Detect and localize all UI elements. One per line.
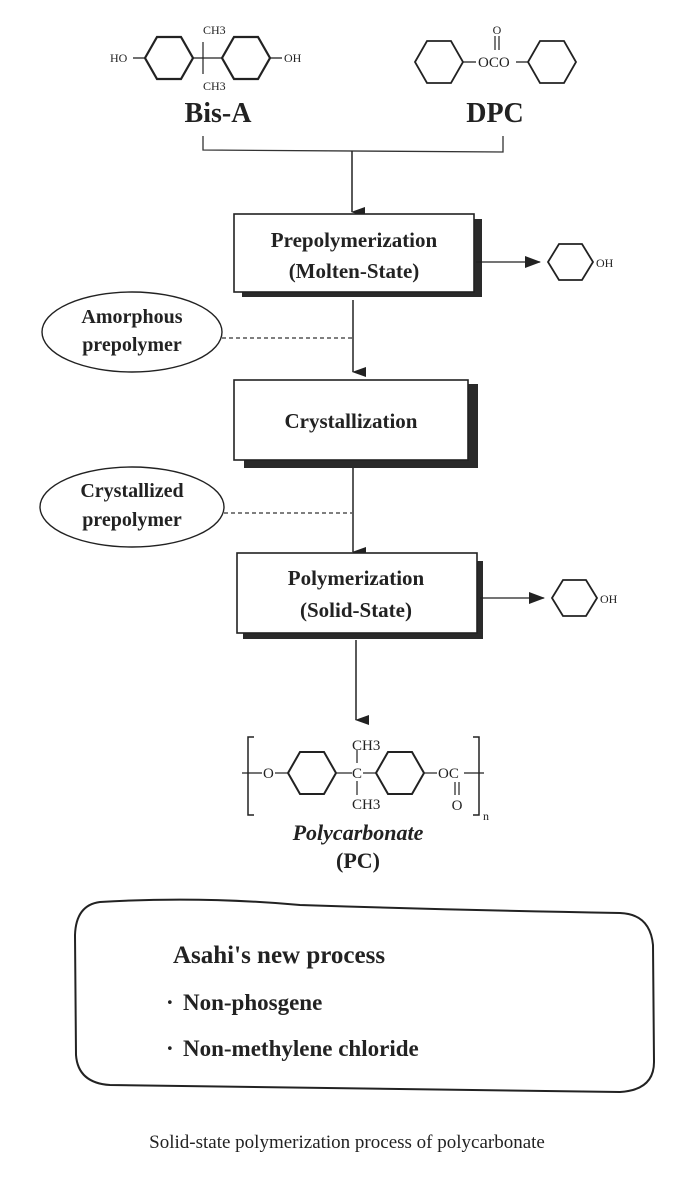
dpc-carbonyl-o: O	[493, 23, 502, 37]
product-name: Polycarbonate	[292, 820, 424, 845]
pc-carbonyl-o: O	[452, 798, 463, 814]
intermediate-crystallized: Crystallized prepolymer	[39, 466, 225, 548]
pc-methyl-top: CH3	[352, 738, 380, 754]
left-bracket	[247, 736, 254, 816]
note-box-border	[73, 898, 656, 1094]
figure-caption: Solid-state polymerization process of po…	[149, 1132, 545, 1153]
note-item-non-phosgene: Non-phosgene	[183, 990, 322, 1015]
intermediate-amorphous: Amorphous prepolymer	[41, 291, 223, 373]
pc-left-ring-icon	[286, 751, 338, 795]
phenol-byproduct-1: OH	[546, 243, 614, 281]
crystallized-ellipse	[39, 466, 225, 548]
bisa-oh-label: OH	[284, 51, 302, 65]
bisa-methyl-top: CH3	[203, 23, 226, 37]
note-title: Asahi's new process	[173, 942, 385, 969]
pc-methyl-bottom: CH3	[352, 797, 380, 813]
amorphous-line2: prepolymer	[82, 334, 182, 356]
amorphous-ellipse	[41, 291, 223, 373]
step-2-title: Crystallization	[285, 409, 418, 433]
step-1-subtitle: (Molten-State)	[289, 259, 420, 283]
phenol-oh-label: OH	[600, 592, 618, 606]
dpc-label: DPC	[466, 98, 524, 129]
step-3-box	[236, 552, 478, 634]
step-1-title: Prepolymerization	[271, 228, 438, 252]
step-prepolymerization: Prepolymerization (Molten-State)	[233, 213, 482, 297]
bisa-ho-label: HO	[110, 51, 128, 65]
step-3-subtitle: (Solid-State)	[300, 598, 412, 622]
phenol-ring-icon	[546, 243, 595, 281]
crystallized-line1: Crystallized	[80, 480, 183, 502]
phenol-byproduct-2: OH	[550, 579, 618, 617]
note-item-non-methylene-chloride: Non-methylene chloride	[183, 1036, 419, 1061]
phenol-ring-icon	[550, 579, 599, 617]
bisa-right-ring-icon	[220, 35, 272, 81]
dpc-right-ring-icon	[526, 40, 578, 84]
step-3-title: Polymerization	[288, 566, 425, 590]
product-abbr: (PC)	[336, 848, 380, 873]
note-bullet-1: ·	[166, 990, 174, 1015]
dpc-left-ring-icon	[413, 40, 465, 84]
bisa-label: Bis-A	[185, 98, 253, 129]
pc-quaternary-c: C	[352, 766, 362, 782]
dpc-linker: OCO	[478, 55, 510, 71]
right-bracket	[473, 736, 480, 816]
phenol-oh-label: OH	[596, 256, 614, 270]
step-polymerization: Polymerization (Solid-State)	[236, 552, 483, 639]
amorphous-line1: Amorphous	[81, 306, 182, 328]
crystallized-line2: prepolymer	[82, 509, 182, 531]
note-box: Asahi's new process · Non-phosgene · Non…	[73, 898, 656, 1094]
dpc-structure: OCO O DPC	[413, 23, 578, 129]
pc-ether-o: O	[263, 766, 274, 782]
pc-carbonate-group: OC	[438, 766, 459, 782]
bisa-methyl-bottom: CH3	[203, 79, 226, 93]
bisphenol-a-structure: HO CH3 CH3 OH Bis-A	[110, 23, 302, 129]
polycarbonate-structure: O C CH3 CH3 OC O n Polycarbonate (PC)	[242, 736, 489, 873]
bisa-left-ring-icon	[143, 35, 195, 81]
note-bullet-2: ·	[166, 1036, 174, 1061]
step-crystallization: Crystallization	[233, 379, 478, 468]
step-1-box	[233, 213, 475, 293]
pc-right-ring-icon	[374, 751, 426, 795]
step-2-box	[233, 379, 469, 461]
pc-repeat-n: n	[483, 809, 489, 823]
reactant-merge-connector	[202, 136, 504, 153]
